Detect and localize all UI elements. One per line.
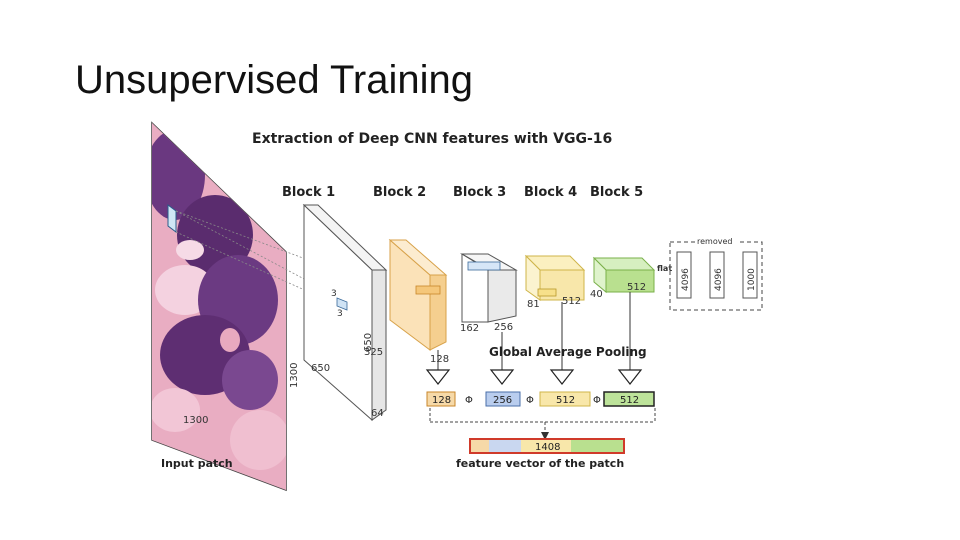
fc-layer-3-size: 1000	[747, 268, 757, 291]
block-4-label: Block 4	[524, 185, 577, 200]
pool-triangle-2	[489, 369, 515, 385]
feature-vector	[469, 438, 625, 454]
fc-layer-2	[709, 251, 725, 299]
concat-symbol-1: Φ	[465, 395, 473, 406]
block-2-label: Block 2	[373, 185, 426, 200]
removed-label: removed	[697, 237, 732, 246]
feature-vector-label: feature vector of the patch	[456, 457, 624, 470]
pool-connectors	[437, 292, 631, 370]
block-1-width: 650	[311, 363, 330, 374]
block-5-label: Block 5	[590, 185, 643, 200]
block-1-height: 650	[363, 333, 374, 352]
block-1-kernel-b: 3	[337, 309, 343, 319]
fc-layer-2-size: 4096	[714, 268, 724, 291]
fc-layer-1-size: 4096	[681, 268, 691, 291]
block-3-label: Block 3	[453, 185, 506, 200]
pooled-value-4: 512	[620, 395, 639, 406]
pooled-box-3	[539, 391, 591, 407]
flat-label: flat	[657, 264, 672, 273]
block-1-label: Block 1	[282, 185, 335, 200]
pool-triangle-4	[617, 369, 643, 385]
block-4-depth: 512	[562, 296, 581, 307]
block-3-depth: 256	[494, 322, 513, 333]
block-5-depth: 512	[627, 282, 646, 293]
concat-symbol-3: Φ	[593, 395, 601, 406]
slide-title: Unsupervised Training	[75, 58, 473, 102]
block-1-volume	[302, 203, 388, 422]
input-width-label: 1300	[183, 415, 208, 426]
feature-vector-size: 1408	[535, 442, 560, 453]
block-5-height: 40	[590, 289, 603, 300]
fc-layers	[676, 251, 758, 299]
pool-triangle-1	[425, 369, 451, 385]
fc-layer-1	[676, 251, 692, 299]
block-2-volume	[388, 238, 448, 351]
figure-heading: Extraction of Deep CNN features with VGG…	[252, 131, 612, 147]
fc-layer-3	[742, 251, 758, 299]
pool-triangle-3	[549, 369, 575, 385]
pooled-box-1	[426, 391, 456, 407]
block-4-volume	[524, 254, 586, 301]
block-3-volume	[460, 253, 518, 323]
input-patch-image	[151, 121, 287, 492]
block-2-height: 325	[364, 347, 383, 358]
block-4-height: 81	[527, 299, 540, 310]
pooled-value-3: 512	[556, 395, 575, 406]
block-1-kernel-a: 3	[331, 289, 337, 299]
block-1-depth: 64	[371, 408, 384, 419]
pooled-box-4	[603, 391, 655, 407]
pool-triangles	[425, 369, 643, 385]
input-height-label: 1300	[289, 363, 300, 388]
block-2-depth: 128	[430, 354, 449, 365]
concat-symbol-2: Φ	[526, 395, 534, 406]
input-patch-label: Input patch	[161, 457, 233, 470]
gap-label: Global Average Pooling	[489, 345, 647, 359]
block-3-height: 162	[460, 323, 479, 334]
block-5-volume	[592, 256, 656, 294]
removed-label-bg	[695, 236, 739, 246]
concat-bracket	[429, 408, 656, 440]
pooled-box-2	[485, 391, 521, 407]
pooled-value-1: 128	[432, 395, 451, 406]
pooled-value-2: 256	[493, 395, 512, 406]
